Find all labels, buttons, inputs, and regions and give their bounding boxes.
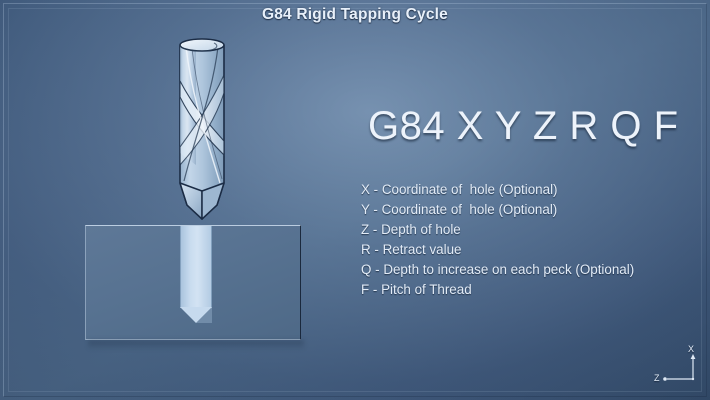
legend-item-f: F - Pitch of Thread	[361, 282, 472, 297]
axis-gizmo-lines	[663, 354, 696, 381]
gcode-syntax-heading: G84 X Y Z R Q F	[368, 104, 679, 148]
title-bar: G84 Rigid Tapping Cycle	[0, 0, 710, 30]
tool-flute-edge-1	[185, 46, 221, 184]
tool-top-flute-mouth	[179, 42, 218, 52]
tool-flute-edge-2	[183, 46, 219, 182]
axis-z-origin-dot	[663, 377, 667, 381]
legend-item-y: Y - Coordinate of hole (Optional)	[361, 202, 558, 217]
axis-orientation-gizmo: X Z	[654, 344, 703, 393]
tapped-hole	[180, 226, 212, 308]
tool-point-right-facet	[201, 182, 225, 220]
tapped-hole-point-shading	[180, 307, 212, 323]
legend-item-z: Z - Depth of hole	[361, 222, 461, 237]
axis-label-z: Z	[654, 373, 660, 383]
page-title: G84 Rigid Tapping Cycle	[261, 6, 449, 23]
legend-item-q: Q - Depth to increase on each peck (Opti…	[361, 262, 635, 277]
axis-x-arrow	[690, 354, 696, 359]
workpiece-shadow	[88, 340, 304, 350]
tool-flute-edge-3	[191, 48, 223, 180]
tap-tool-icon	[179, 38, 225, 220]
axis-label-x: X	[688, 344, 695, 354]
legend-item-x: X - Coordinate of hole (Optional)	[361, 182, 558, 197]
axis-corner-dot	[691, 377, 695, 381]
legend-item-r: R - Retract value	[361, 242, 462, 257]
tapped-hole-point	[180, 307, 212, 323]
parameter-legend: X - Coordinate of hole (Optional) Y - Co…	[361, 180, 706, 300]
